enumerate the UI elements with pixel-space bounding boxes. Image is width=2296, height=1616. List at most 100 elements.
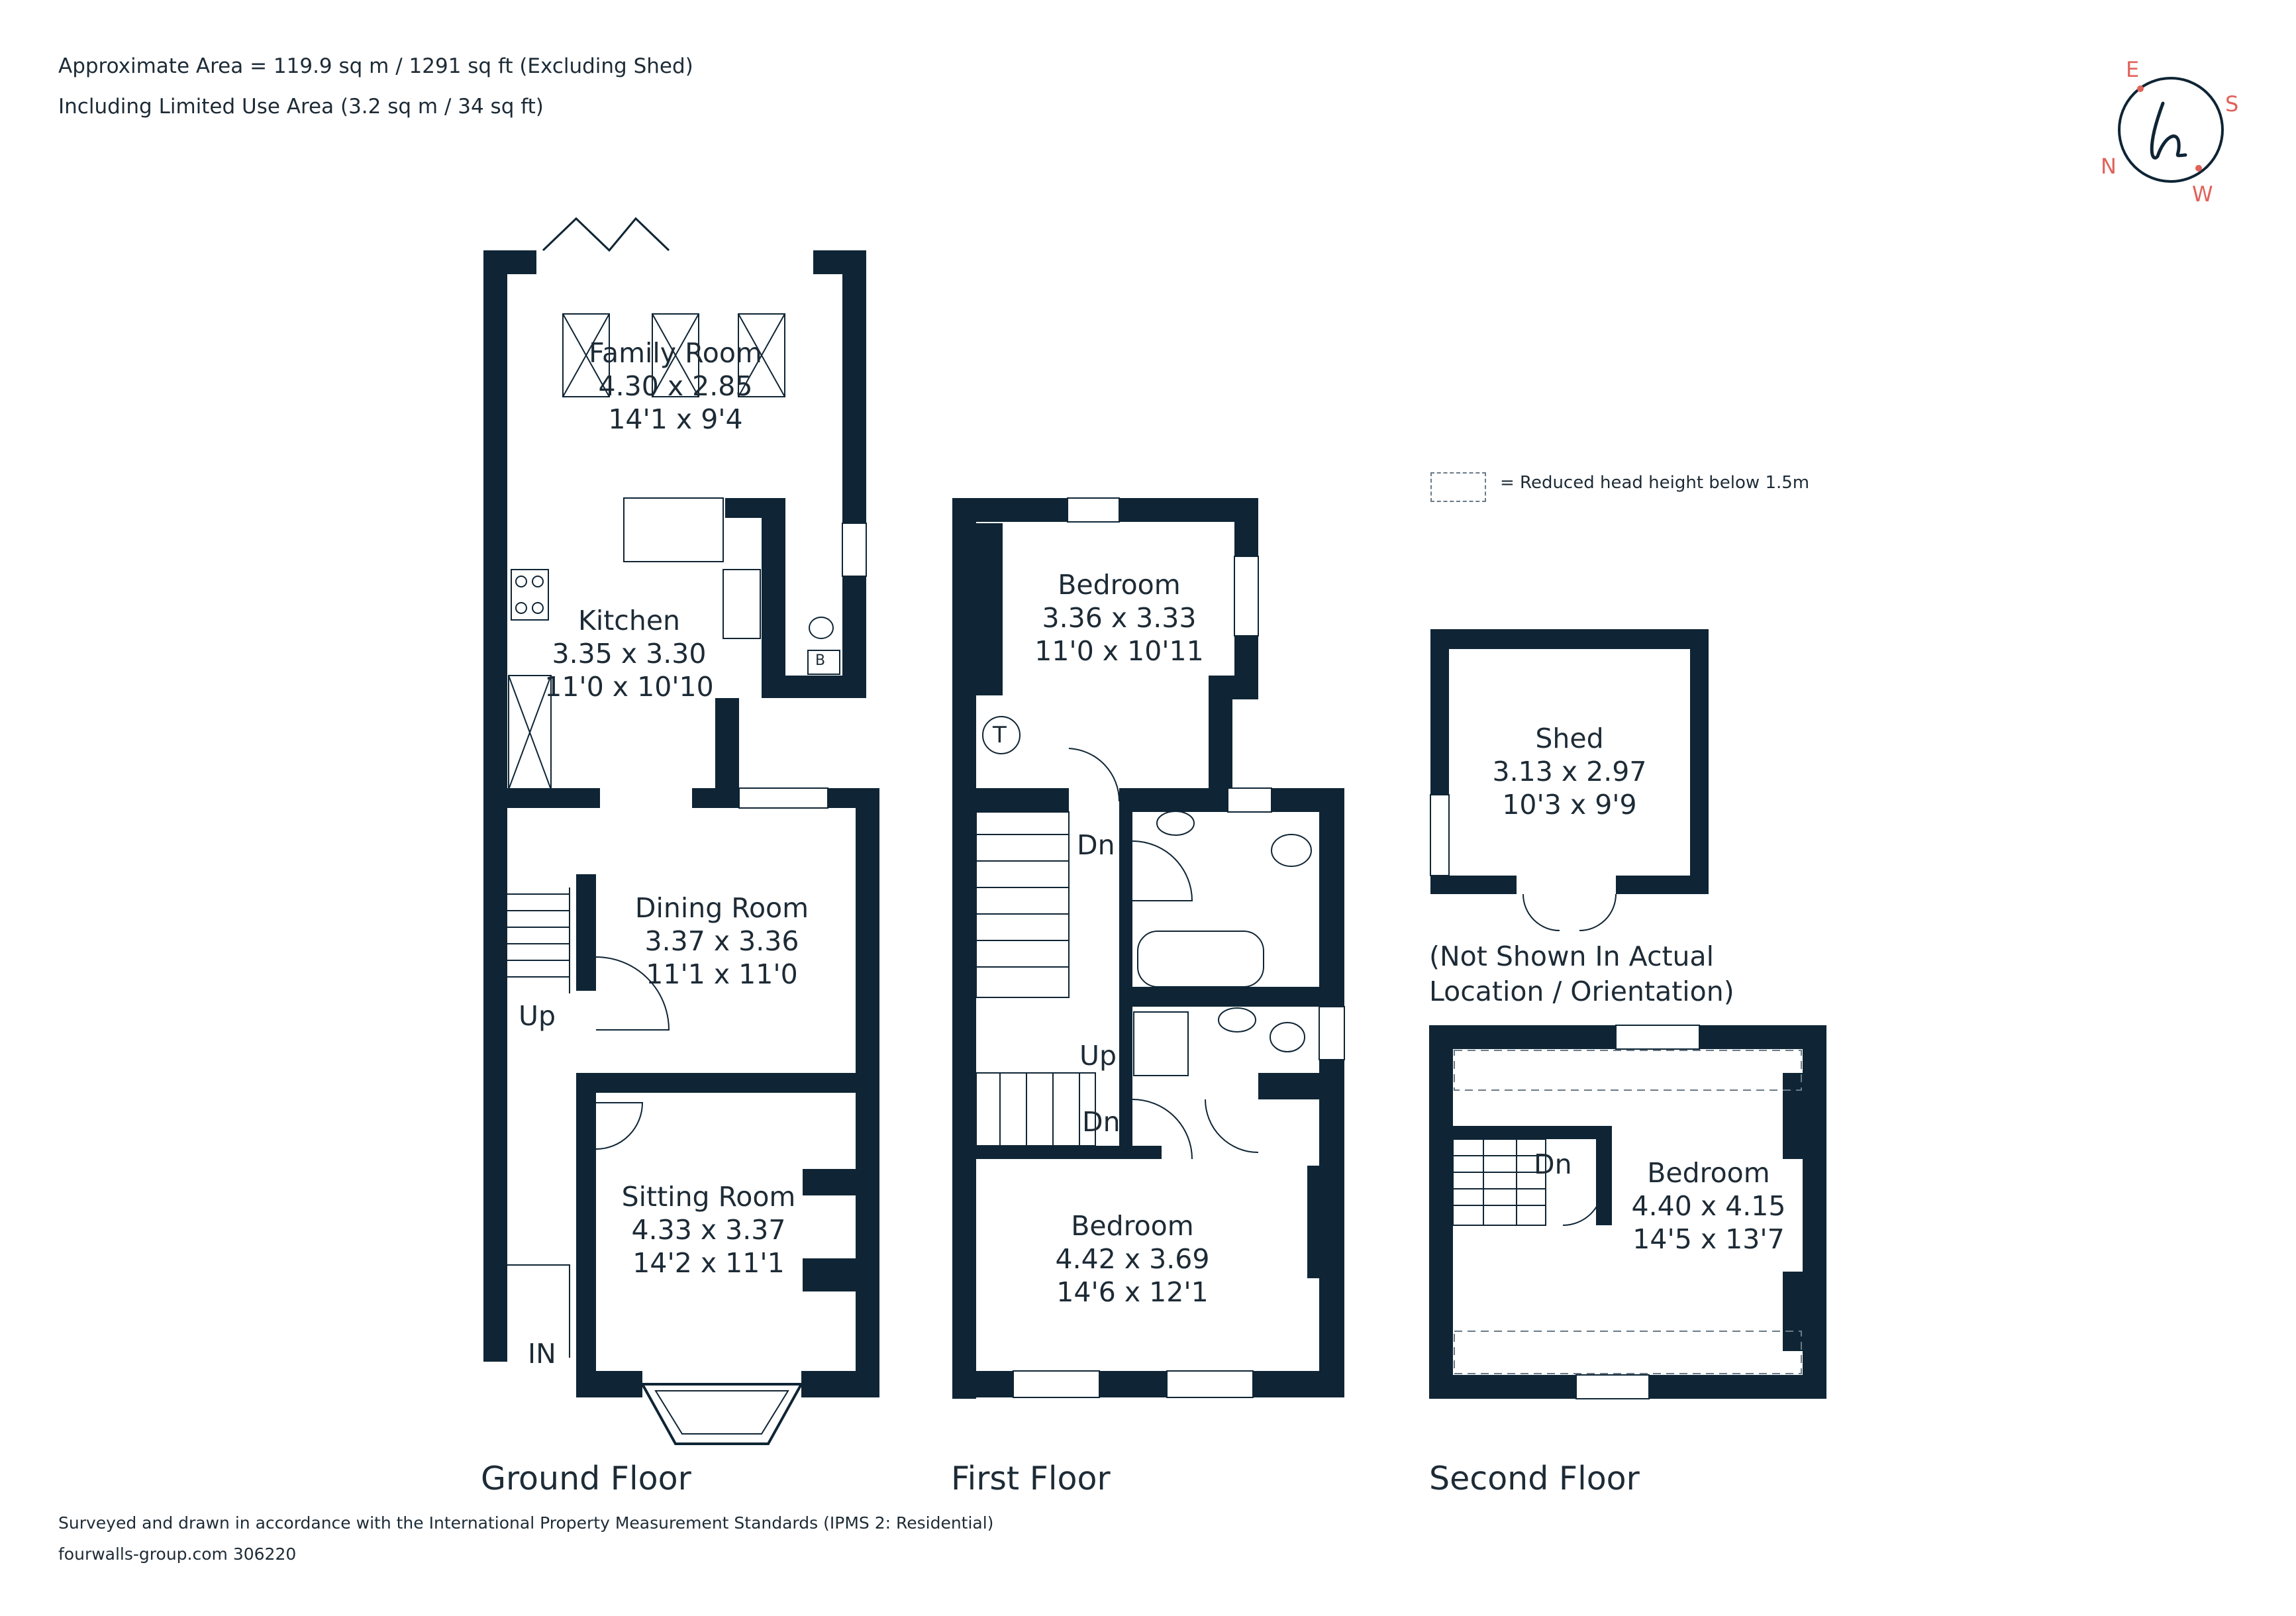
dining-window [738, 787, 828, 809]
wc-shower [1270, 1022, 1305, 1052]
room-family-imperial: 14'1 x 9'4 [608, 403, 743, 435]
first-bed-window-east [1234, 556, 1259, 636]
door-sitting [595, 1102, 644, 1150]
bath-west-wall [1119, 788, 1132, 1159]
room-bed2-name: Bedroom [1071, 1210, 1194, 1242]
legend-text: = Reduced head height below 1.5m [1500, 473, 1810, 493]
room-bed1-imperial: 11'0 x 10'11 [1034, 635, 1204, 667]
compass-n: N [2101, 154, 2117, 179]
room-sitting-metric: 4.33 x 3.37 [631, 1214, 786, 1246]
first-south-wall [952, 1371, 1344, 1397]
room-bed1-metric: 3.36 x 3.33 [1042, 602, 1197, 634]
floor-label-ground: Ground Floor [481, 1460, 691, 1497]
utility-wall [762, 498, 785, 698]
floor-label-second: Second Floor [1429, 1460, 1640, 1497]
first-south-window-right [1166, 1370, 1254, 1398]
bath [1137, 931, 1264, 987]
first-east-step-wall [1209, 676, 1232, 808]
reference-text: fourwalls-group.com 306220 [58, 1544, 297, 1564]
shed-east-wall [1690, 629, 1709, 894]
room-bed3-imperial: 14'5 x 13'7 [1632, 1223, 1785, 1255]
basin [1156, 811, 1195, 836]
shower-window [1319, 1006, 1345, 1060]
landing-south-wall [976, 1146, 1162, 1159]
kitchen-island [623, 497, 724, 562]
first-chimney [1307, 1166, 1327, 1278]
sitting-south-left [576, 1371, 642, 1397]
bath-window [1227, 787, 1272, 813]
room-bed3-metric: 4.40 x 4.15 [1631, 1190, 1786, 1222]
label-in: IN [528, 1338, 556, 1370]
chimney-breast-lower [803, 1258, 856, 1291]
room-dining-name: Dining Room [634, 892, 809, 924]
tank [982, 716, 1021, 754]
door-shower [1205, 1099, 1259, 1153]
room-dining: Dining Room 3.37 x 3.36 11'1 x 11'0 [616, 891, 828, 991]
door-bed1 [1068, 748, 1121, 802]
sitting-west-wall [576, 1073, 596, 1384]
room-sitting-name: Sitting Room [621, 1181, 796, 1213]
first-south-window-left [1013, 1370, 1100, 1398]
compass-logo: E S N W [2099, 57, 2242, 207]
room-bed2-metric: 4.42 x 3.69 [1055, 1243, 1210, 1275]
label-up-first: Up [1079, 1040, 1117, 1072]
first-stairs [975, 811, 1096, 1146]
second-window-north [1615, 1025, 1700, 1050]
shed-location-note: (Not Shown In Actual Location / Orientat… [1429, 939, 1734, 1009]
room-family-metric: 4.30 x 2.85 [598, 370, 753, 402]
room-family: Family Room 4.30 x 2.85 14'1 x 9'4 [570, 336, 781, 436]
second-stairs [1452, 1138, 1546, 1226]
room-shed-name: Shed [1535, 723, 1604, 754]
shed-north-wall [1430, 629, 1709, 649]
wc-ground [809, 617, 834, 639]
room-bed1-name: Bedroom [1058, 569, 1181, 601]
reduced-head-height-swatch [1430, 472, 1486, 502]
reduced-head-height-areas [1454, 1050, 1802, 1374]
room-kitchen-imperial: 11'0 x 10'10 [544, 671, 714, 703]
ground-west-wall [483, 250, 507, 1362]
room-bedroom-first-rear: Bedroom 3.36 x 3.33 11'0 x 10'11 [1020, 568, 1219, 668]
label-up-ground: Up [519, 1000, 556, 1032]
room-family-name: Family Room [589, 337, 762, 369]
first-west-wall [952, 498, 976, 1399]
compass-e: E [2126, 57, 2140, 82]
room-shed: Shed 3.13 x 2.97 10'3 x 9'9 [1470, 722, 1669, 821]
door-landing [1132, 1099, 1193, 1160]
boiler [807, 650, 840, 675]
bay-window [640, 1383, 804, 1445]
room-bedroom-first-front: Bedroom 4.42 x 3.69 14'6 x 12'1 [1033, 1209, 1232, 1309]
sitting-south-right [801, 1371, 879, 1397]
shed-south-left [1430, 876, 1517, 894]
door-dining [595, 956, 670, 1031]
room-kitchen-name: Kitchen [577, 605, 681, 636]
second-east-wall [1803, 1025, 1826, 1396]
kitchen-unit [508, 675, 552, 790]
shed-doors [1522, 893, 1617, 931]
compass-circle-icon [2118, 77, 2224, 183]
shower-tray [1133, 1011, 1189, 1076]
label-dn-first-bottom: Dn [1082, 1106, 1121, 1138]
second-east-chimney-bottom [1783, 1272, 1803, 1351]
shed-note-line2: Location / Orientation) [1429, 976, 1734, 1007]
shed-south-right [1616, 876, 1709, 894]
utility-top-wall [725, 498, 785, 518]
floor-label-first: First Floor [951, 1460, 1111, 1497]
first-bed-cupboard-wall [976, 523, 1003, 695]
shed-window [1430, 794, 1450, 876]
second-east-chimney-top [1783, 1073, 1803, 1159]
survey-statement: Surveyed and drawn in accordance with th… [58, 1513, 994, 1533]
label-tank: T [993, 722, 1007, 748]
room-bed2-imperial: 14'6 x 12'1 [1056, 1276, 1209, 1308]
second-west-wall [1429, 1025, 1453, 1396]
ground-north-wall-left [483, 250, 536, 274]
room-kitchen: Kitchen 3.35 x 3.30 11'0 x 10'10 [530, 604, 728, 703]
label-boiler: B [815, 652, 826, 669]
room-shed-metric: 3.13 x 2.97 [1492, 756, 1647, 787]
dining-west-wall [576, 874, 596, 991]
skylights [562, 313, 785, 397]
first-bed-window-north [1067, 497, 1120, 523]
ground-stairs [507, 887, 570, 993]
room-dining-imperial: 11'1 x 11'0 [646, 958, 798, 990]
compass-w: W [2192, 181, 2213, 207]
